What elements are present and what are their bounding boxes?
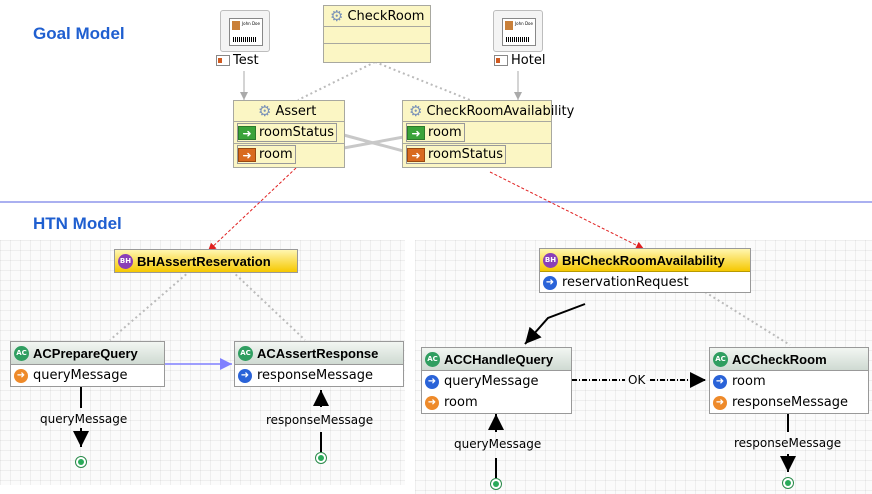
gear-icon: ⚙ [409,101,423,120]
goal-checkroomavailability[interactable]: ⚙ CheckRoomAvailability ➜room ➜roomStatu… [402,100,574,168]
actor-hotel[interactable]: Hotel [494,53,545,68]
ac-checkroom-label: ACCheckRoom [732,351,827,367]
input-arrow-icon: ➜ [238,125,256,140]
output-arrow-icon: ➜ [713,395,727,410]
output-arrow-icon: ➜ [407,147,425,162]
goal-assert-input-row[interactable]: ➜roomStatus [234,121,344,143]
action-badge-icon: AC [238,345,253,361]
mapping-arrow-assert [207,167,297,252]
decomp-line-assert [297,61,376,101]
behavior-badge-icon: BH [543,252,558,268]
goal-model-title: Goal Model [33,24,125,43]
id-card-icon: John Doe [229,18,263,46]
ok-flow-label: OK [627,373,647,387]
htn-decomp-assert [231,270,306,341]
htn-model-title: HTN Model [33,214,122,233]
input-arrow-icon: ➜ [407,125,425,140]
section-divider [0,201,872,203]
bh-assert-reservation[interactable]: BH BHAssertReservation [114,249,298,273]
input-arrow-icon: ➜ [425,374,439,389]
ac-handle-label: ACCHandleQuery [444,351,554,367]
goal-checkroom-compartment [324,43,430,60]
ac-handle-query[interactable]: AC ACCHandleQuery ➜ queryMessage ➜ room [421,347,572,414]
ac-assert-response[interactable]: AC ACAssertResponse ➜ responseMessage [234,341,404,387]
message-label-assert: responseMessage [266,413,374,427]
bh-check-input-row[interactable]: ➜ reservationRequest [540,272,750,293]
ac-checkroom-input-row[interactable]: ➜ room [710,371,868,392]
ac-prepare-query[interactable]: AC ACPrepareQuery ➜ queryMessage [10,341,165,387]
ac-assert-input-row[interactable]: ➜ responseMessage [235,365,403,386]
end-node[interactable] [315,452,327,464]
actor-card-hotel[interactable]: John Doe [493,10,543,52]
actor-test[interactable]: Test [216,53,259,68]
goal-checkroom-compartment [324,26,430,43]
end-node[interactable] [490,478,502,490]
decomp-line-availability [374,61,471,101]
output-arrow-icon: ➜ [14,368,28,383]
input-link-reservation [524,303,586,345]
ac-prepare-output-row[interactable]: ➜ queryMessage [11,365,164,386]
htn-decomp-prepare [109,270,191,341]
input-arrow-icon: ➜ [713,374,727,389]
goal-availability-label: CheckRoomAvailability [426,103,575,119]
ac-handle-output-row[interactable]: ➜ room [422,392,571,413]
ac-check-room[interactable]: AC ACCheckRoom ➜ room ➜ responseMessage [709,347,869,414]
goal-checkroom-label: CheckRoom [347,8,425,24]
bh-check-label: BHCheckRoomAvailability [562,252,725,268]
input-arrow-icon: ➜ [238,368,252,383]
actor-test-label: Test [233,53,259,68]
end-node[interactable] [75,456,87,468]
actor-hotel-label: Hotel [511,53,546,68]
mapping-arrow-availability [489,171,645,250]
action-badge-icon: AC [14,345,29,361]
gear-icon: ⚙ [330,6,344,25]
ac-assert-label: ACAssertResponse [257,345,379,361]
input-arrow-icon: ➜ [543,275,557,290]
message-label-handle: queryMessage [454,437,542,451]
actor-card-test[interactable]: John Doe [220,10,270,52]
goal-assert[interactable]: ⚙ Assert ➜roomStatus ➜room [233,100,345,168]
goal-availability-input-row[interactable]: ➜room [403,121,551,143]
goal-checkroom[interactable]: ⚙ CheckRoom [323,5,431,63]
end-node[interactable] [782,477,794,489]
goal-assert-label: Assert [275,103,317,119]
output-arrow-icon: ➜ [238,147,256,162]
bh-assert-label: BHAssertReservation [137,253,271,269]
bh-check-room-availability[interactable]: BH BHCheckRoomAvailability ➜ reservation… [539,248,751,293]
htn-decomp-checkroom [704,291,791,346]
gear-icon: ⚙ [258,101,272,120]
goal-availability-output-row[interactable]: ➜roomStatus [403,143,551,165]
output-arrow-icon: ➜ [425,395,439,410]
action-badge-icon: AC [425,351,440,367]
ac-prepare-label: ACPrepareQuery [33,345,138,361]
message-label-checkroom: responseMessage [734,436,842,450]
ac-checkroom-output-row[interactable]: ➜ responseMessage [710,392,868,413]
action-badge-icon: AC [713,351,728,367]
goal-assert-output-row[interactable]: ➜room [234,143,344,165]
message-label-prepare: queryMessage [40,412,128,426]
actor-icon [216,55,230,66]
ac-handle-input-row[interactable]: ➜ queryMessage [422,371,571,392]
id-card-icon: John Doe [502,18,536,46]
behavior-badge-icon: BH [118,253,133,269]
actor-icon [494,55,508,66]
